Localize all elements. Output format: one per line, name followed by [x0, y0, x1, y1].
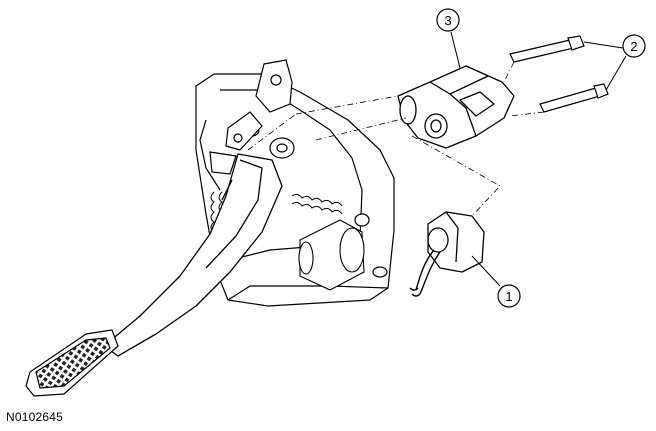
- assembly-centerlines: [247, 61, 545, 217]
- callout-1: 1: [471, 255, 521, 308]
- pedal-arm: [103, 153, 283, 357]
- callout-1-label: 1: [505, 289, 512, 304]
- callout-3-label: 3: [444, 13, 451, 28]
- figure-id: N0102645: [6, 410, 63, 424]
- pivot-linkage: [209, 59, 293, 175]
- connector-wires: [409, 249, 441, 297]
- pedal-pad: [25, 329, 119, 397]
- callout-2: 2: [583, 34, 646, 91]
- callout-3: 3: [436, 8, 461, 69]
- electrical-connector: [427, 211, 485, 273]
- pedal-position-sensor: [397, 65, 515, 149]
- callout-2-label: 2: [630, 39, 637, 54]
- mounting-bolts: [509, 35, 609, 113]
- bracket-cylinder: [298, 219, 365, 291]
